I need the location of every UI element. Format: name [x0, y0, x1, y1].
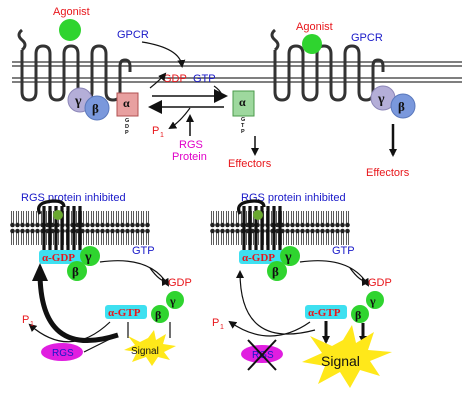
gpcr-right-receptor [270, 28, 385, 102]
gamma-label-left: γ [74, 94, 82, 109]
bl-signal-burst [124, 330, 176, 366]
br-pi-subscript: 1 [220, 324, 224, 331]
top-panel: Agonist GPCR γ β α G D P GDP GTP P 1 RGS… [12, 6, 462, 179]
br-alpha-gtp-label: α-GTP [308, 307, 341, 319]
br-gamma-active-label: γ [369, 294, 376, 308]
gtp-letter-p: P [241, 129, 245, 135]
top-membrane [12, 61, 462, 83]
br-receptor [237, 199, 282, 250]
br-alpha-gdp-label: α-GDP [242, 252, 275, 264]
br-beta [267, 261, 287, 281]
br-gdp-label: GDP [368, 277, 392, 289]
rgs-label-top: RGS [179, 139, 203, 151]
pi-release-arrow [168, 107, 191, 130]
agonist-left [59, 19, 81, 41]
alpha-label-mid: α [239, 95, 246, 109]
bl-alpha-gtp-box [105, 305, 147, 319]
beta-label-left: β [92, 101, 99, 116]
gtp-bind-arc [213, 85, 223, 96]
bl-gamma-active-label: γ [169, 294, 176, 308]
agonist-left-label: Agonist [53, 6, 90, 18]
br-signal-label: Signal [321, 353, 360, 369]
br-signal-burst [302, 325, 392, 388]
effectors-left-label: Effectors [228, 158, 272, 170]
gdp-letter-d: D [125, 124, 129, 130]
gpcr-arrow [141, 41, 186, 68]
bl-rgs-oval [41, 343, 83, 361]
bottom-right-panel: RGS protein inhibited α-GDP γ β GTP GDP … [210, 192, 392, 388]
gdp-letter-g: G [125, 118, 129, 124]
bl-title: RGS protein inhibited [21, 192, 126, 204]
agonist-right-label: Agonist [296, 21, 333, 33]
bl-alpha-gtp-label: α-GTP [108, 307, 141, 319]
br-pi-label: P [212, 317, 219, 329]
bl-agonist [53, 210, 63, 220]
bl-rgs-label: RGS [52, 348, 74, 359]
bl-pi-label: P [22, 314, 29, 326]
bl-gamma-label: γ [84, 250, 92, 265]
bl-receptor [37, 199, 82, 250]
gdp-label-top: GDP [163, 73, 187, 85]
bottom-left-panel: RGS protein inhibited α-GDP γ β GTP GDP … [10, 192, 192, 366]
br-alpha-gtp-box [305, 305, 347, 319]
br-rgs-inhibited-cross-icon [247, 339, 277, 371]
br-beta-label: β [272, 264, 279, 279]
gtp-letter-g: G [241, 117, 245, 123]
br-hydrolysis-arrow [228, 320, 311, 337]
bl-beta-active [151, 305, 169, 323]
g-protein-dimer-right: γ β [370, 85, 416, 119]
bl-gdp-label: GDP [168, 277, 192, 289]
bl-activation-arrow [99, 260, 170, 287]
br-gdp-release-arrow [349, 267, 370, 286]
bl-beta-label: β [72, 264, 79, 279]
alpha-gdp-box [116, 92, 139, 117]
gpcr-right-label: GPCR [351, 32, 383, 44]
gamma-label-right: γ [377, 92, 385, 107]
effectors-right-label: Effectors [366, 167, 410, 179]
alpha-gtp-activated: α G T P [232, 90, 255, 135]
pi-subscript-top: 1 [160, 132, 164, 139]
bl-hydrolysis-arrow [28, 321, 111, 343]
bl-beta [67, 261, 87, 281]
bl-alpha-gdp-label: α-GDP [42, 252, 75, 264]
beta-subunit-right [390, 93, 416, 119]
alpha-gtp-box [232, 90, 255, 117]
bl-rgs-link [83, 337, 113, 353]
pi-label-top: P [152, 125, 159, 137]
alpha-label-left: α [123, 96, 130, 110]
br-gamma-label: γ [284, 250, 292, 265]
br-activation-arrow [299, 260, 370, 287]
br-agonist [253, 210, 263, 220]
br-gamma-active [366, 291, 384, 309]
gdp-letter-p: P [125, 130, 129, 136]
bl-alpha-gdp-box [39, 250, 85, 264]
br-title: RGS protein inhibited [241, 192, 346, 204]
bl-gdp-release-arrow [149, 267, 170, 286]
agonist-right [302, 34, 322, 54]
br-return-arrow [236, 270, 316, 335]
br-gamma [280, 246, 300, 266]
g-protein-trimer-left: γ β α G D P [67, 87, 139, 136]
bl-gamma-active [166, 291, 184, 309]
bl-beta-active-label: β [155, 308, 161, 322]
gdp-release-arrow [149, 72, 167, 89]
bl-return-arrow [32, 263, 119, 344]
br-gtp-label: GTP [332, 245, 355, 257]
br-beta-active-label: β [355, 308, 361, 322]
br-beta-active [351, 305, 369, 323]
protein-label-top: Protein [172, 151, 207, 163]
beta-label-right: β [398, 99, 405, 114]
gtp-label-top: GTP [193, 73, 216, 85]
beta-subunit-left [84, 95, 110, 121]
gpcr-left-label: GPCR [117, 29, 149, 41]
bl-gtp-label: GTP [132, 245, 155, 257]
bl-gamma [80, 246, 100, 266]
bl-signal-label: Signal [131, 346, 159, 357]
br-alpha-gdp-box [239, 250, 285, 264]
bl-pi-subscript: 1 [30, 321, 34, 328]
gtp-letter-t: T [241, 123, 245, 129]
